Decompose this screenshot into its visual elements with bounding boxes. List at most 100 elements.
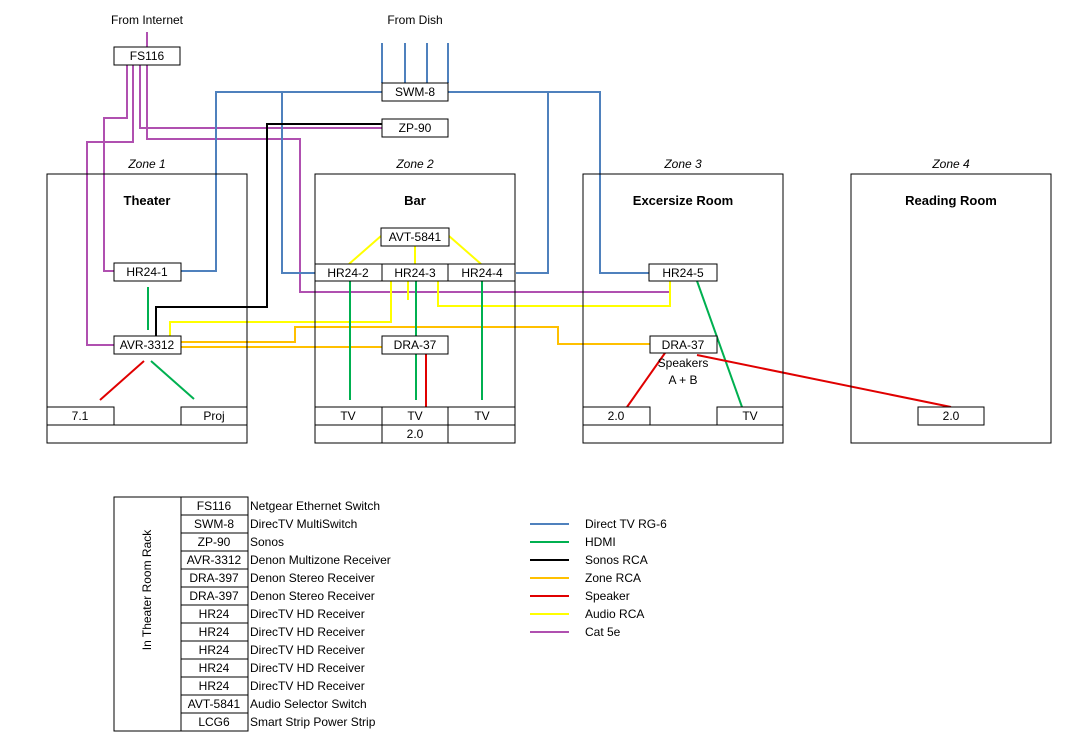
rack-row-desc: Smart Strip Power Strip <box>250 715 376 729</box>
device-swm8-label: SWM-8 <box>395 85 435 99</box>
audio-avt-to-hr24-4 <box>448 235 482 265</box>
device-hr24-5: HR24-5 <box>648 263 718 282</box>
rack-row-desc: Sonos <box>250 535 284 549</box>
rack-row: HR24 DirecTV HD Receiver <box>180 676 365 696</box>
rack-row-code: HR24 <box>199 643 230 657</box>
audio-hr24-5-to-bar <box>437 281 671 307</box>
rack-row-desc: DirecTV HD Receiver <box>250 607 365 621</box>
speaker-dra-ex-to-20 <box>626 352 666 408</box>
legend-item: Speaker <box>530 589 630 603</box>
rack-row-code: HR24 <box>199 679 230 693</box>
speakers-ab-line1: Speakers <box>658 356 709 370</box>
rack-row-desc: DirecTV MultiSwitch <box>250 517 357 531</box>
device-zp90: ZP-90 <box>381 118 449 138</box>
output-bar-tv2-label: TV <box>407 409 422 423</box>
rack-row-desc: Denon Stereo Receiver <box>250 571 375 585</box>
zone-theater-title: Theater <box>124 193 171 208</box>
device-avt5841-label: AVT-5841 <box>389 230 442 244</box>
device-fs116-label: FS116 <box>130 49 165 63</box>
rack-row-desc: DirecTV HD Receiver <box>250 679 365 693</box>
device-hr24-5-label: HR24-5 <box>662 266 704 280</box>
rack-row-desc: Netgear Ethernet Switch <box>250 499 380 513</box>
hdmi-hr24-5-to-tv <box>696 280 743 408</box>
rack-row-desc: DirecTV HD Receiver <box>250 643 365 657</box>
zone-avr-to-dra-ex <box>181 326 650 345</box>
legend-item: Zone RCA <box>530 571 641 585</box>
output-ex-20: 2.0 <box>582 406 651 426</box>
legend-label: Direct TV RG-6 <box>585 517 667 531</box>
rack-row-code: ZP-90 <box>198 535 231 549</box>
rack-row: ZP-90 Sonos <box>180 532 284 552</box>
output-reading-20: 2.0 <box>917 406 985 426</box>
legend-label: Zone RCA <box>585 571 641 585</box>
rack-row-code: LCG6 <box>198 715 230 729</box>
legend-item: Cat 5e <box>530 625 621 639</box>
legend-label: Audio RCA <box>585 607 644 621</box>
output-bar-tv1-label: TV <box>340 409 355 423</box>
audio-hr24-2-to-avr <box>169 281 392 336</box>
output-bar-20-label: 2.0 <box>407 427 424 441</box>
output-ex-tv-label: TV <box>742 409 757 423</box>
cat5e-fs116-to-hr24-1 <box>103 65 128 272</box>
from-dish-label: From Dish <box>387 13 442 27</box>
device-hr24-1: HR24-1 <box>113 262 182 282</box>
device-fs116: FS116 <box>113 46 181 66</box>
device-hr24-4-label: HR24-4 <box>461 266 503 280</box>
device-dra37-ex: DRA-37 <box>649 335 718 354</box>
rack-row-desc: DirecTV HD Receiver <box>250 625 365 639</box>
cat5e-fs116-to-avr3312 <box>86 65 134 346</box>
rack-row: HR24 DirecTV HD Receiver <box>180 640 365 660</box>
rack-row-code: DRA-397 <box>189 589 239 603</box>
output-theater-proj: Proj <box>180 406 248 426</box>
zone-reading-room: Reading Room 2.0 <box>850 173 1052 444</box>
legend-label: HDMI <box>585 535 616 549</box>
rack-row: HR24 DirecTV HD Receiver <box>180 604 365 624</box>
rack-row-code: AVR-3312 <box>187 553 242 567</box>
output-bar-tv3: TV <box>447 406 516 426</box>
zone-reading-title: Reading Room <box>905 193 997 208</box>
device-hr24-1-label: HR24-1 <box>126 265 168 279</box>
legend-item: Audio RCA <box>530 607 644 621</box>
rg6-lines <box>181 43 649 274</box>
output-ex-20-label: 2.0 <box>608 409 625 423</box>
zone-2-label: Zone 2 <box>395 157 434 171</box>
legend-item: Direct TV RG-6 <box>530 517 667 531</box>
device-dra37-ex-label: DRA-37 <box>662 338 705 352</box>
hdmi-avr-to-proj <box>150 360 195 400</box>
rack-row-desc: Denon Stereo Receiver <box>250 589 375 603</box>
speakers-ab-line2: A + B <box>668 373 697 387</box>
rack-row: DRA-397 Denon Stereo Receiver <box>180 586 375 606</box>
device-hr24-3-label: HR24-3 <box>394 266 436 280</box>
output-bar-tv3-label: TV <box>474 409 489 423</box>
rack-row-code: HR24 <box>199 607 230 621</box>
rack-row-code: HR24 <box>199 661 230 675</box>
device-swm8: SWM-8 <box>381 82 449 102</box>
zone-4-label: Zone 4 <box>931 157 970 171</box>
legend-item: HDMI <box>530 535 616 549</box>
device-avr3312-label: AVR-3312 <box>120 338 175 352</box>
output-reading-20-label: 2.0 <box>943 409 960 423</box>
device-dra37-bar: DRA-37 <box>381 335 449 355</box>
zone-bar-title: Bar <box>404 193 426 208</box>
sonos-rca-line <box>155 123 382 336</box>
speaker-dra-ex-to-reading <box>696 354 952 408</box>
zone-bar: Bar AVT-5841 HR24-2 HR24-3 HR24-4 DRA-37… <box>314 173 516 444</box>
cat5e-fs116-to-zp90 <box>139 65 382 129</box>
legend-label: Cat 5e <box>585 625 621 639</box>
zone-theater: Theater HR24-1 AVR-3312 7.1 Proj <box>46 173 248 444</box>
output-theater-proj-label: Proj <box>203 409 224 423</box>
device-hr24-2-label: HR24-2 <box>327 266 369 280</box>
from-internet-label: From Internet <box>111 13 184 27</box>
zone-rca-lines <box>181 326 650 348</box>
rg6-to-hr24-2 <box>281 91 382 274</box>
